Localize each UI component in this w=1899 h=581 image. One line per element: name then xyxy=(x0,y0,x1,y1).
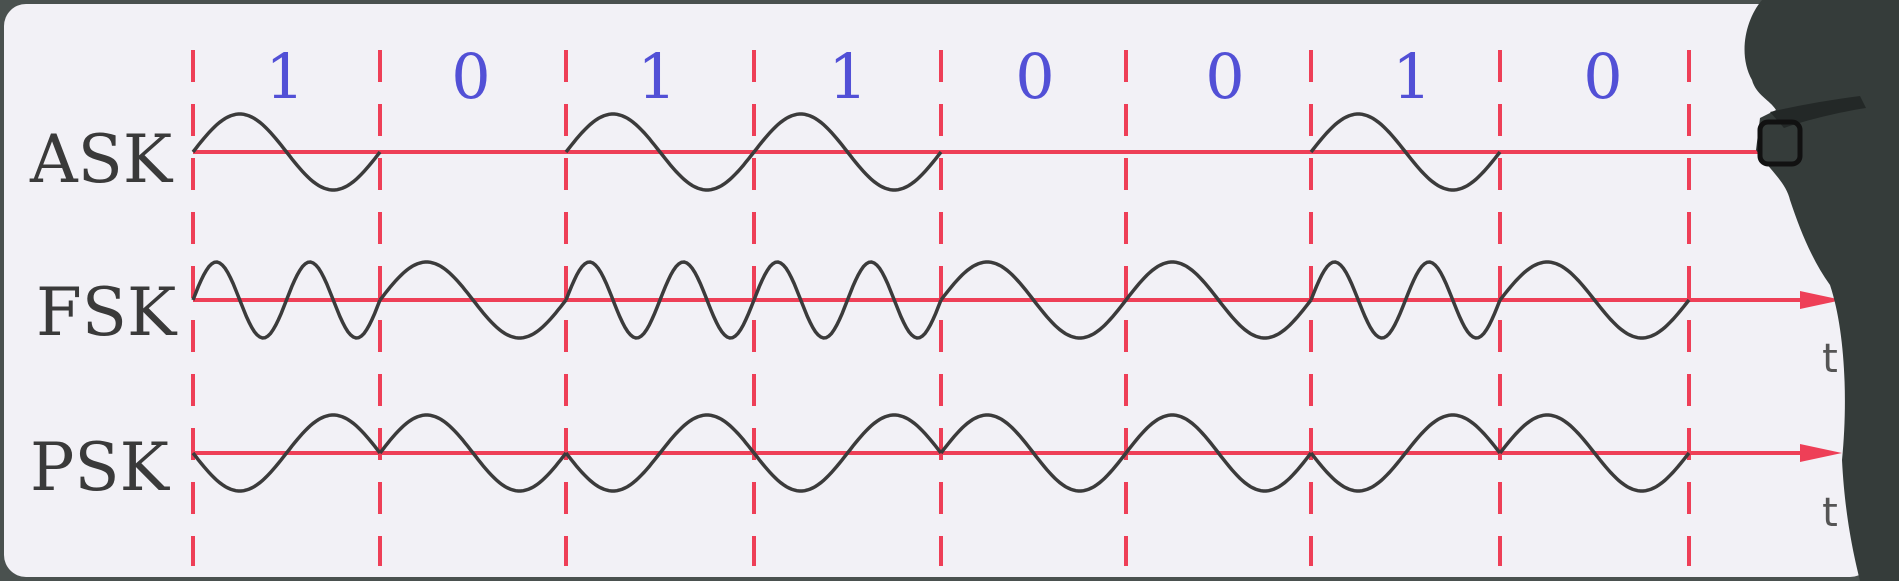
time-axes xyxy=(193,150,1842,462)
ask-wave-segment xyxy=(191,112,382,192)
fsk-wave-segment xyxy=(1498,260,1691,340)
time-axis-label-fsk: t xyxy=(1822,336,1838,382)
psk-wave-segment xyxy=(1309,413,1502,493)
fsk-wave-segment xyxy=(564,260,756,340)
bit-label: 1 xyxy=(637,40,676,113)
slide-board xyxy=(4,4,1872,577)
time-axis-arrow xyxy=(1800,291,1842,309)
bit-dividers xyxy=(191,50,1691,566)
psk-wave-segment xyxy=(564,413,756,493)
time-axis-arrow xyxy=(1800,444,1842,462)
bit-label: 0 xyxy=(1583,40,1622,113)
bit-label: 1 xyxy=(265,40,304,113)
psk-wave-segment xyxy=(1124,413,1313,493)
bit-label: 0 xyxy=(1205,40,1244,113)
bit-label: 1 xyxy=(1392,40,1431,113)
fsk-wave-segment xyxy=(752,260,943,340)
psk-wave-segment xyxy=(939,413,1128,493)
bit-label: 0 xyxy=(1015,40,1054,113)
row-label-psk: PSK xyxy=(30,429,171,506)
waveforms xyxy=(191,112,1691,493)
time-axis-label-psk: t xyxy=(1822,490,1838,536)
ask-wave-segment xyxy=(1309,112,1502,192)
fsk-wave-segment xyxy=(1309,260,1502,340)
ask-wave-segment xyxy=(564,112,756,192)
fsk-wave-segment xyxy=(191,260,382,340)
ask-wave-segment xyxy=(752,112,943,192)
fsk-wave-segment xyxy=(1124,260,1313,340)
psk-wave-segment xyxy=(1498,413,1691,493)
bit-label-row: 1 0 1 1 0 0 1 0 xyxy=(265,40,1622,113)
psk-wave-segment xyxy=(378,413,568,493)
row-label-fsk: FSK xyxy=(36,274,178,351)
row-label-ask: ASK xyxy=(29,121,174,198)
presenter-silhouette xyxy=(1744,0,1899,581)
fsk-wave-segment xyxy=(378,260,568,340)
psk-wave-segment xyxy=(752,413,943,493)
bit-label: 1 xyxy=(828,40,867,113)
fsk-wave-segment xyxy=(939,260,1128,340)
psk-wave-segment xyxy=(191,413,382,493)
bit-label: 0 xyxy=(451,40,490,113)
